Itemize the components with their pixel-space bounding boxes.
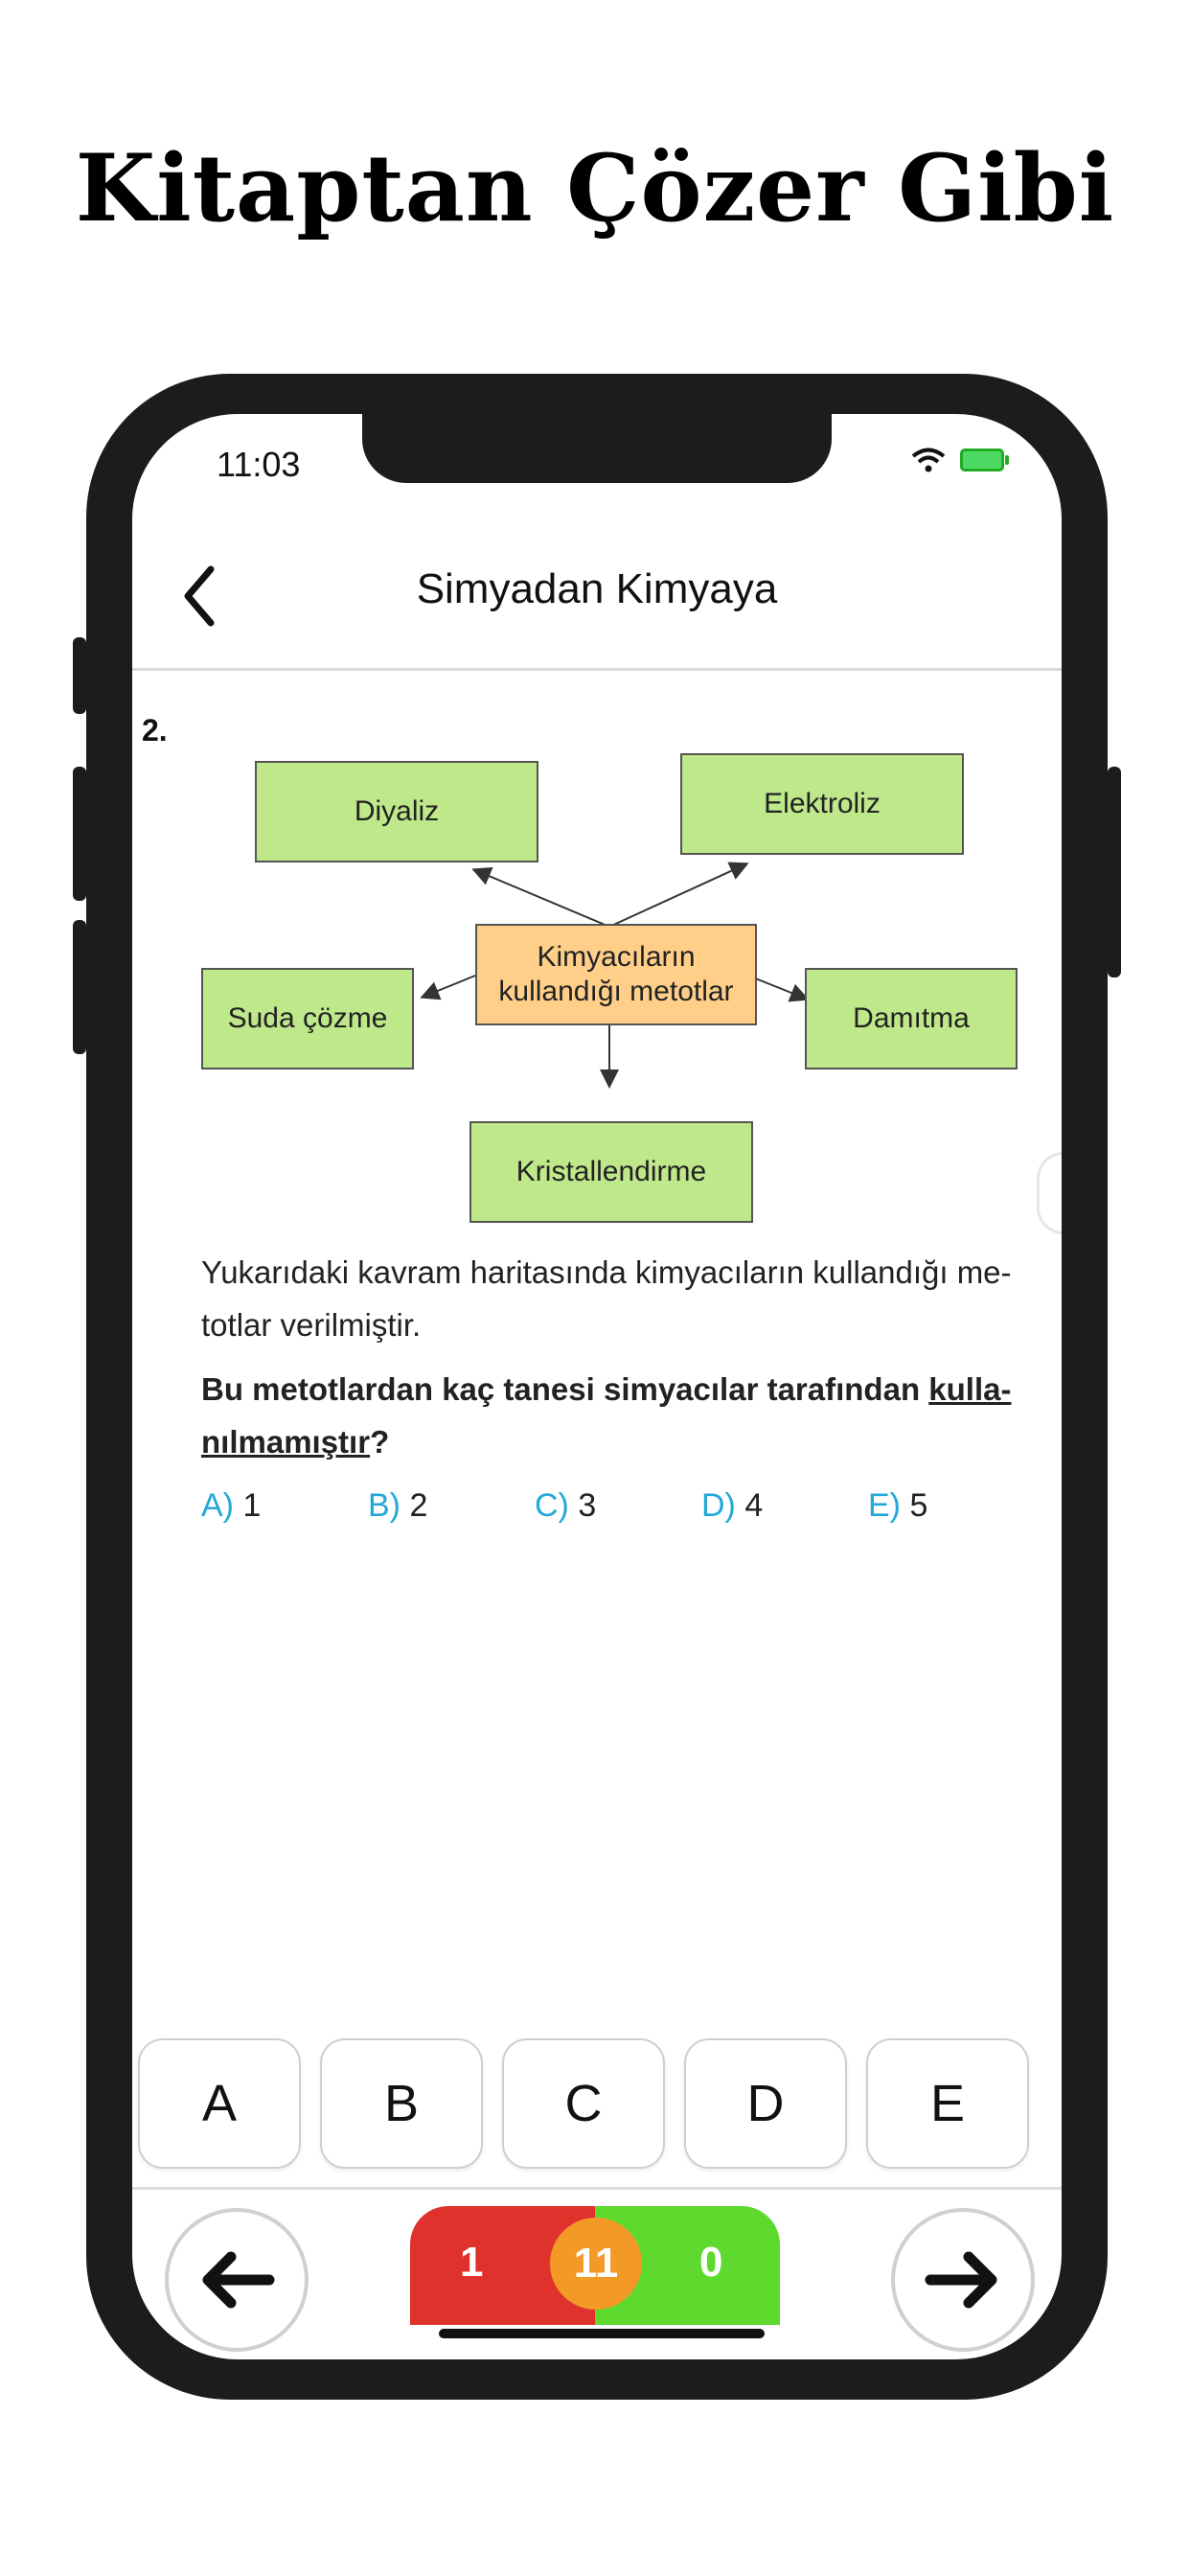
chevron-left-icon xyxy=(184,565,215,627)
back-button[interactable] xyxy=(171,558,228,634)
prompt-line-1b: kulla- xyxy=(928,1371,1012,1407)
prompt-line-2b: ? xyxy=(370,1424,390,1460)
node-crystallization: Kristallendirme xyxy=(469,1121,753,1223)
previous-question-button[interactable] xyxy=(165,2208,309,2352)
wifi-icon xyxy=(911,448,946,472)
remaining-count: 11 xyxy=(550,2218,642,2310)
question-line-1: Yukarıdaki kavram haritasında kimyacılar… xyxy=(201,1254,1012,1290)
node-electrolysis: Elektroliz xyxy=(680,753,964,855)
answer-buttons: A B C D E xyxy=(138,2038,1029,2169)
choice-a: A) 1 xyxy=(201,1487,262,1524)
choice-e: E) 5 xyxy=(868,1487,928,1524)
home-indicator xyxy=(439,2329,765,2338)
next-question-button[interactable] xyxy=(891,2208,1035,2352)
answer-button-c[interactable]: C xyxy=(502,2038,665,2169)
notch xyxy=(362,414,832,483)
question-prompt: Bu metotlardan kaç tanesi simyacılar tar… xyxy=(201,1363,1044,1468)
wrong-count: 1 xyxy=(460,2239,484,2286)
prompt-line-2a: nılmamıştır xyxy=(201,1424,371,1460)
question-text: Yukarıdaki kavram haritasında kimyacılar… xyxy=(201,1246,1044,1351)
volume-up-button xyxy=(73,767,86,901)
correct-count: 0 xyxy=(699,2239,723,2286)
header-divider xyxy=(132,668,1062,671)
page-title: Simyadan Kimyaya xyxy=(416,565,778,612)
node-dissolution: Suda çözme xyxy=(201,968,414,1070)
answer-choices: A) 1 B) 2 C) 3 D) 4 E) 5 xyxy=(201,1487,1035,1525)
choice-d: D) 4 xyxy=(701,1487,764,1524)
answer-button-a[interactable]: A xyxy=(138,2038,301,2169)
status-icons xyxy=(910,447,1009,473)
score-tracker: 1 11 0 xyxy=(410,2206,780,2325)
answer-button-d[interactable]: D xyxy=(684,2038,847,2169)
arrow-left-icon xyxy=(202,2251,275,2309)
volume-down-button xyxy=(73,920,86,1054)
power-button xyxy=(1108,767,1121,978)
choice-c: C) 3 xyxy=(535,1487,597,1524)
status-time: 11:03 xyxy=(217,445,301,484)
silent-switch xyxy=(73,637,86,714)
app-screen: 11:03 Simyadan Kimyaya 2. xyxy=(132,414,1062,2359)
node-distillation: Damıtma xyxy=(805,968,1018,1070)
arrow-right-icon xyxy=(925,2251,997,2309)
center-line-1: Kimyacıların xyxy=(537,941,696,973)
choice-b: B) 2 xyxy=(368,1487,428,1524)
center-line-2: kullandığı metotlar xyxy=(498,976,734,1007)
node-dialysis: Diyaliz xyxy=(255,761,538,862)
headline: Kitaptan Çözer Gibi xyxy=(75,134,1115,242)
prompt-line-1a: Bu metotlardan kaç tanesi simyacılar tar… xyxy=(201,1371,929,1407)
phone-frame: 11:03 Simyadan Kimyaya 2. xyxy=(73,374,1121,2400)
side-handle[interactable] xyxy=(1037,1152,1062,1234)
question-number: 2. xyxy=(142,713,168,748)
concept-map-arrows xyxy=(420,862,810,1089)
bottom-divider xyxy=(132,2187,1062,2190)
battery-icon xyxy=(960,448,1009,472)
question-line-2: totlar verilmiştir. xyxy=(201,1307,422,1343)
answer-button-e[interactable]: E xyxy=(866,2038,1029,2169)
answer-button-b[interactable]: B xyxy=(320,2038,483,2169)
